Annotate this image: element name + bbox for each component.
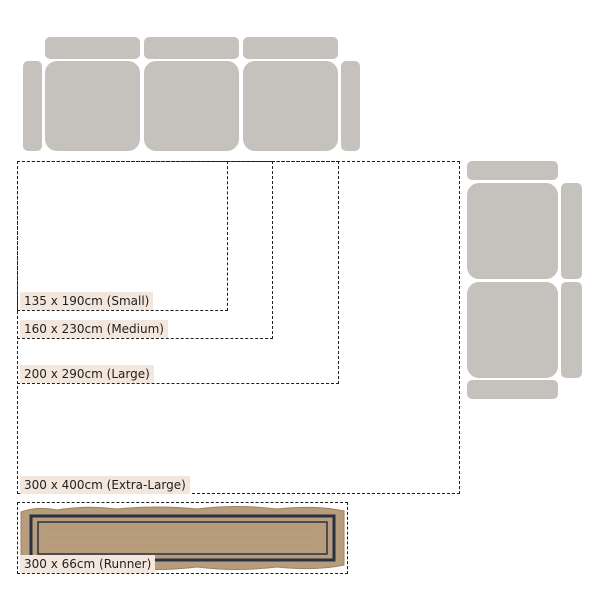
runner-rug-border-outer	[29, 514, 336, 562]
loveseat-armrest-top	[467, 161, 558, 180]
sofa-back-cushion-right	[243, 37, 338, 59]
rug-outline-small	[17, 161, 228, 311]
sofa-armrest-left	[23, 61, 42, 151]
rug-outline-runner	[17, 502, 348, 574]
size-label-extra-large: 300 x 400cm (Extra-Large)	[20, 476, 190, 494]
runner-rug-border-inner	[37, 521, 328, 555]
size-label-runner: 300 x 66cm (Runner)	[20, 555, 156, 573]
runner-rug-image	[20, 506, 345, 570]
sofa-back-cushion-left	[45, 37, 140, 59]
sofa-back-cushion-middle	[144, 37, 239, 59]
size-label-large: 200 x 290cm (Large)	[20, 365, 154, 383]
size-label-medium: 160 x 230cm (Medium)	[20, 320, 168, 338]
sofa-seat-cushion-middle	[144, 61, 239, 151]
sofa-armrest-right	[341, 61, 360, 151]
loveseat-seat-cushion-top	[467, 183, 558, 279]
sofa-seat-cushion-right	[243, 61, 338, 151]
loveseat-seat-cushion-bottom	[467, 282, 558, 378]
size-label-small: 135 x 190cm (Small)	[20, 292, 154, 310]
loveseat-back-cushion-bottom	[561, 282, 582, 378]
loveseat-back-cushion-top	[561, 183, 582, 279]
sofa-seat-cushion-left	[45, 61, 140, 151]
loveseat-armrest-bottom	[467, 380, 558, 399]
